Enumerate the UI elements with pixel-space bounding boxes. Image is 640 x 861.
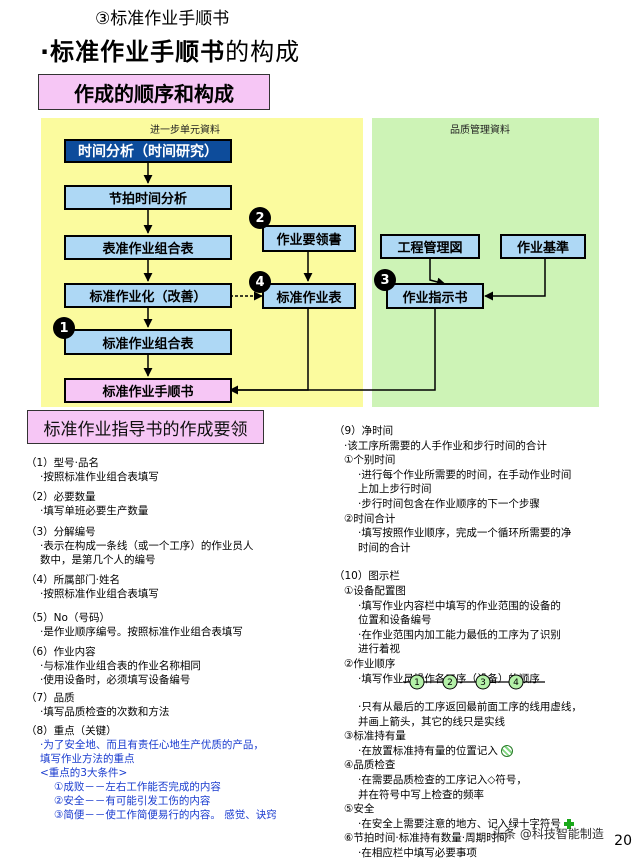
stock-line: ·在放置标准持有量的位置记入 bbox=[334, 744, 582, 759]
time-analysis-box: 时间分析（时间研究） bbox=[64, 139, 232, 163]
guide-title: 标准作业指导书的作成要领 bbox=[27, 410, 264, 444]
title-rest: 的构成 bbox=[225, 38, 301, 66]
work-standard-box: 作业基準 bbox=[500, 234, 586, 259]
unit-data-label: 进一步单元資料 bbox=[150, 125, 220, 136]
badge-2: 2 bbox=[249, 207, 271, 229]
safety-line: ·在安全上需要注意的地方、记入绿十字符号 bbox=[334, 817, 582, 832]
unit-data-section bbox=[41, 118, 363, 407]
flow-connectors bbox=[143, 163, 546, 395]
left-item-8: （8）重点（关键） ·为了安全地、而且有责任心地生产优质的产品， 填写作业方法的… bbox=[26, 725, 277, 821]
standard-stock-icon bbox=[500, 744, 513, 757]
title-bullet: · bbox=[40, 38, 51, 66]
left-item-7: （7）品质·填写品质检查的次数和方法 bbox=[26, 692, 170, 718]
work-sequence-diagram: 1 2 3 4 bbox=[403, 674, 545, 690]
page-title: ·标准作业手顺书的构成 bbox=[40, 32, 300, 67]
seq-circle-1: 1 bbox=[414, 678, 420, 688]
badge-3: 3 bbox=[374, 269, 396, 291]
manual-box: 标准作业手顺书 bbox=[64, 378, 232, 403]
essentials-box: 作业要领書 bbox=[262, 225, 356, 252]
order-title-box: 作成的顺序和构成 bbox=[38, 74, 270, 110]
page-number: 20 bbox=[614, 833, 632, 849]
left-item-4: （4）所属部门·姓名·按照标准作业组合表填写 bbox=[26, 574, 159, 600]
left-item-1: （1）型号·品名·按照标准作业组合表填写 bbox=[26, 457, 159, 483]
process-chart-box: 工程管理図 bbox=[380, 234, 480, 259]
watermark: 头条 @科技智能制造 bbox=[492, 827, 604, 841]
badge-4: 4 bbox=[249, 271, 271, 293]
section-title: ③标准作业手顺书 bbox=[95, 9, 230, 29]
seq-circle-3: 3 bbox=[480, 678, 486, 688]
left-item-2: （2）必要数量·填写单班必要生产数量 bbox=[26, 491, 149, 517]
instruction-box: 作业指示书 bbox=[386, 283, 484, 309]
combination-table-2-box: 标准作业组合表 bbox=[64, 329, 232, 355]
cycle-time-analysis-box: 节拍时间分析 bbox=[64, 185, 232, 210]
green-cross-icon bbox=[563, 818, 574, 829]
seq-circle-4: 4 bbox=[513, 678, 519, 688]
quality-data-section bbox=[372, 118, 599, 407]
left-item-5: （5）No（号码）·是作业顺序编号。按照标准作业组合表填写 bbox=[26, 612, 243, 638]
left-item-6: （6）作业内容·与标准作业组合表的作业名称相同·使用设备时，必须填写设备编号 bbox=[26, 646, 201, 686]
left-item-3: （3）分解编号·表示在构成一条线（或一个工序）的作业员人 数中，是第几个人的编号 bbox=[26, 526, 254, 566]
seq-circle-2: 2 bbox=[447, 678, 453, 688]
standardization-box: 标准作业化（改善） bbox=[64, 283, 232, 308]
quality-data-label: 品质管理資料 bbox=[450, 125, 510, 136]
standard-table-box: 标准作业表 bbox=[262, 283, 356, 309]
combination-table-box: 表准作业组合表 bbox=[64, 235, 232, 260]
badge-1: 1 bbox=[53, 317, 75, 339]
right-column: （9）净时间 ·该工序所需要的人手作业和步行时间的合计 ①个别时间 ·进行每个作… bbox=[334, 425, 582, 860]
title-bold: 标准作业手顺书 bbox=[50, 38, 226, 66]
